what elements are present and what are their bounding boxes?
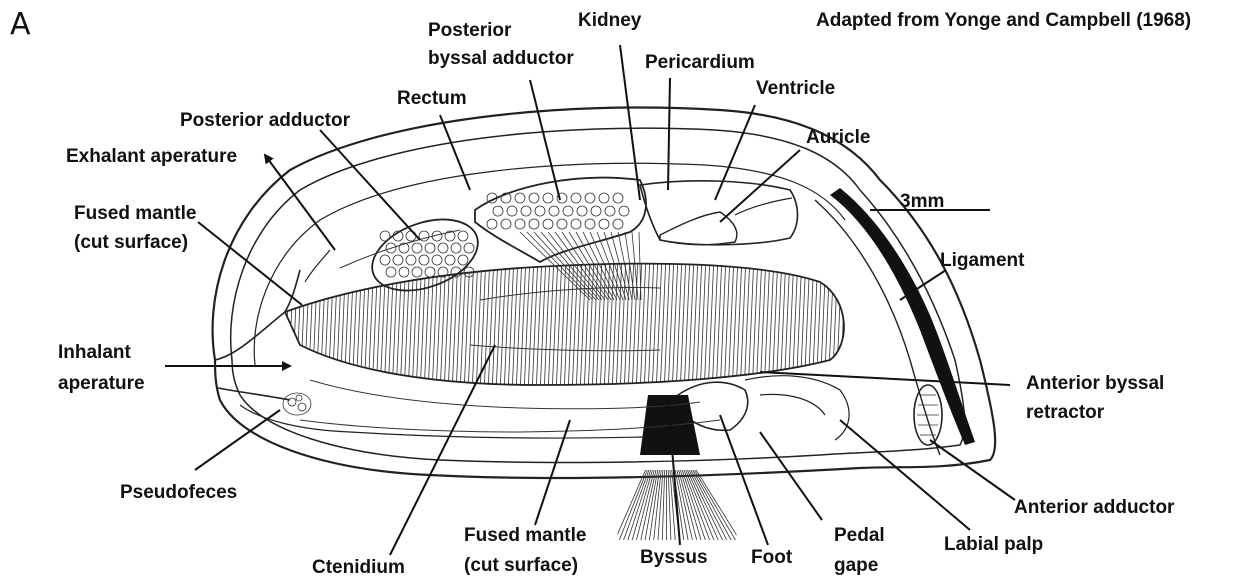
label-auricle: Auricle — [806, 127, 870, 148]
label-labial-palp: Labial palp — [944, 534, 1043, 555]
label-posterior-byssal-adductor-line2: byssal adductor — [428, 48, 574, 69]
pseudofeces-blob — [283, 393, 311, 415]
label-pericardium: Pericardium — [645, 52, 755, 73]
foot-shape — [678, 376, 849, 440]
label-anterior-byssal-retractor-line1: Anterior byssal — [1026, 373, 1164, 394]
panel-letter: A — [10, 7, 31, 42]
label-anterior-adductor: Anterior adductor — [1014, 497, 1175, 518]
label-fused-mantle-bottom-line2: (cut surface) — [464, 555, 578, 576]
label-kidney: Kidney — [578, 10, 642, 31]
exhalant-arrow — [265, 155, 335, 250]
label-fused-mantle-top-line1: Fused mantle — [74, 203, 196, 224]
label-anterior-byssal-retractor-line2: retractor — [1026, 402, 1105, 423]
label-inhalant-aperature-line2: aperature — [58, 373, 145, 394]
label-fused-mantle-bottom-line1: Fused mantle — [464, 525, 586, 546]
label-scale-bar: 3mm — [900, 191, 944, 212]
anterior-adductor-shape — [914, 385, 942, 445]
credit-text: Adapted from Yonge and Campbell (1968) — [816, 10, 1191, 31]
ctenidium-shape — [284, 255, 850, 395]
label-ligament: Ligament — [940, 250, 1025, 271]
shell-outline — [213, 108, 996, 479]
label-ctenidium: Ctenidium — [312, 557, 405, 578]
label-posterior-byssal-adductor-line1: Posterior — [428, 20, 512, 41]
label-byssus: Byssus — [640, 547, 708, 568]
label-pseudofeces: Pseudofeces — [120, 482, 237, 503]
label-rectum: Rectum — [397, 88, 467, 109]
label-ventricle: Ventricle — [756, 78, 835, 99]
label-fused-mantle-top-line2: (cut surface) — [74, 232, 188, 253]
label-inhalant-aperature-line1: Inhalant — [58, 342, 132, 363]
label-pedal-gape-line2: gape — [834, 555, 878, 576]
label-pedal-gape-line1: Pedal — [834, 525, 885, 546]
label-exhalant-aperature: Exhalant aperature — [66, 146, 237, 167]
label-posterior-adductor: Posterior adductor — [180, 110, 351, 131]
label-foot: Foot — [751, 547, 793, 568]
